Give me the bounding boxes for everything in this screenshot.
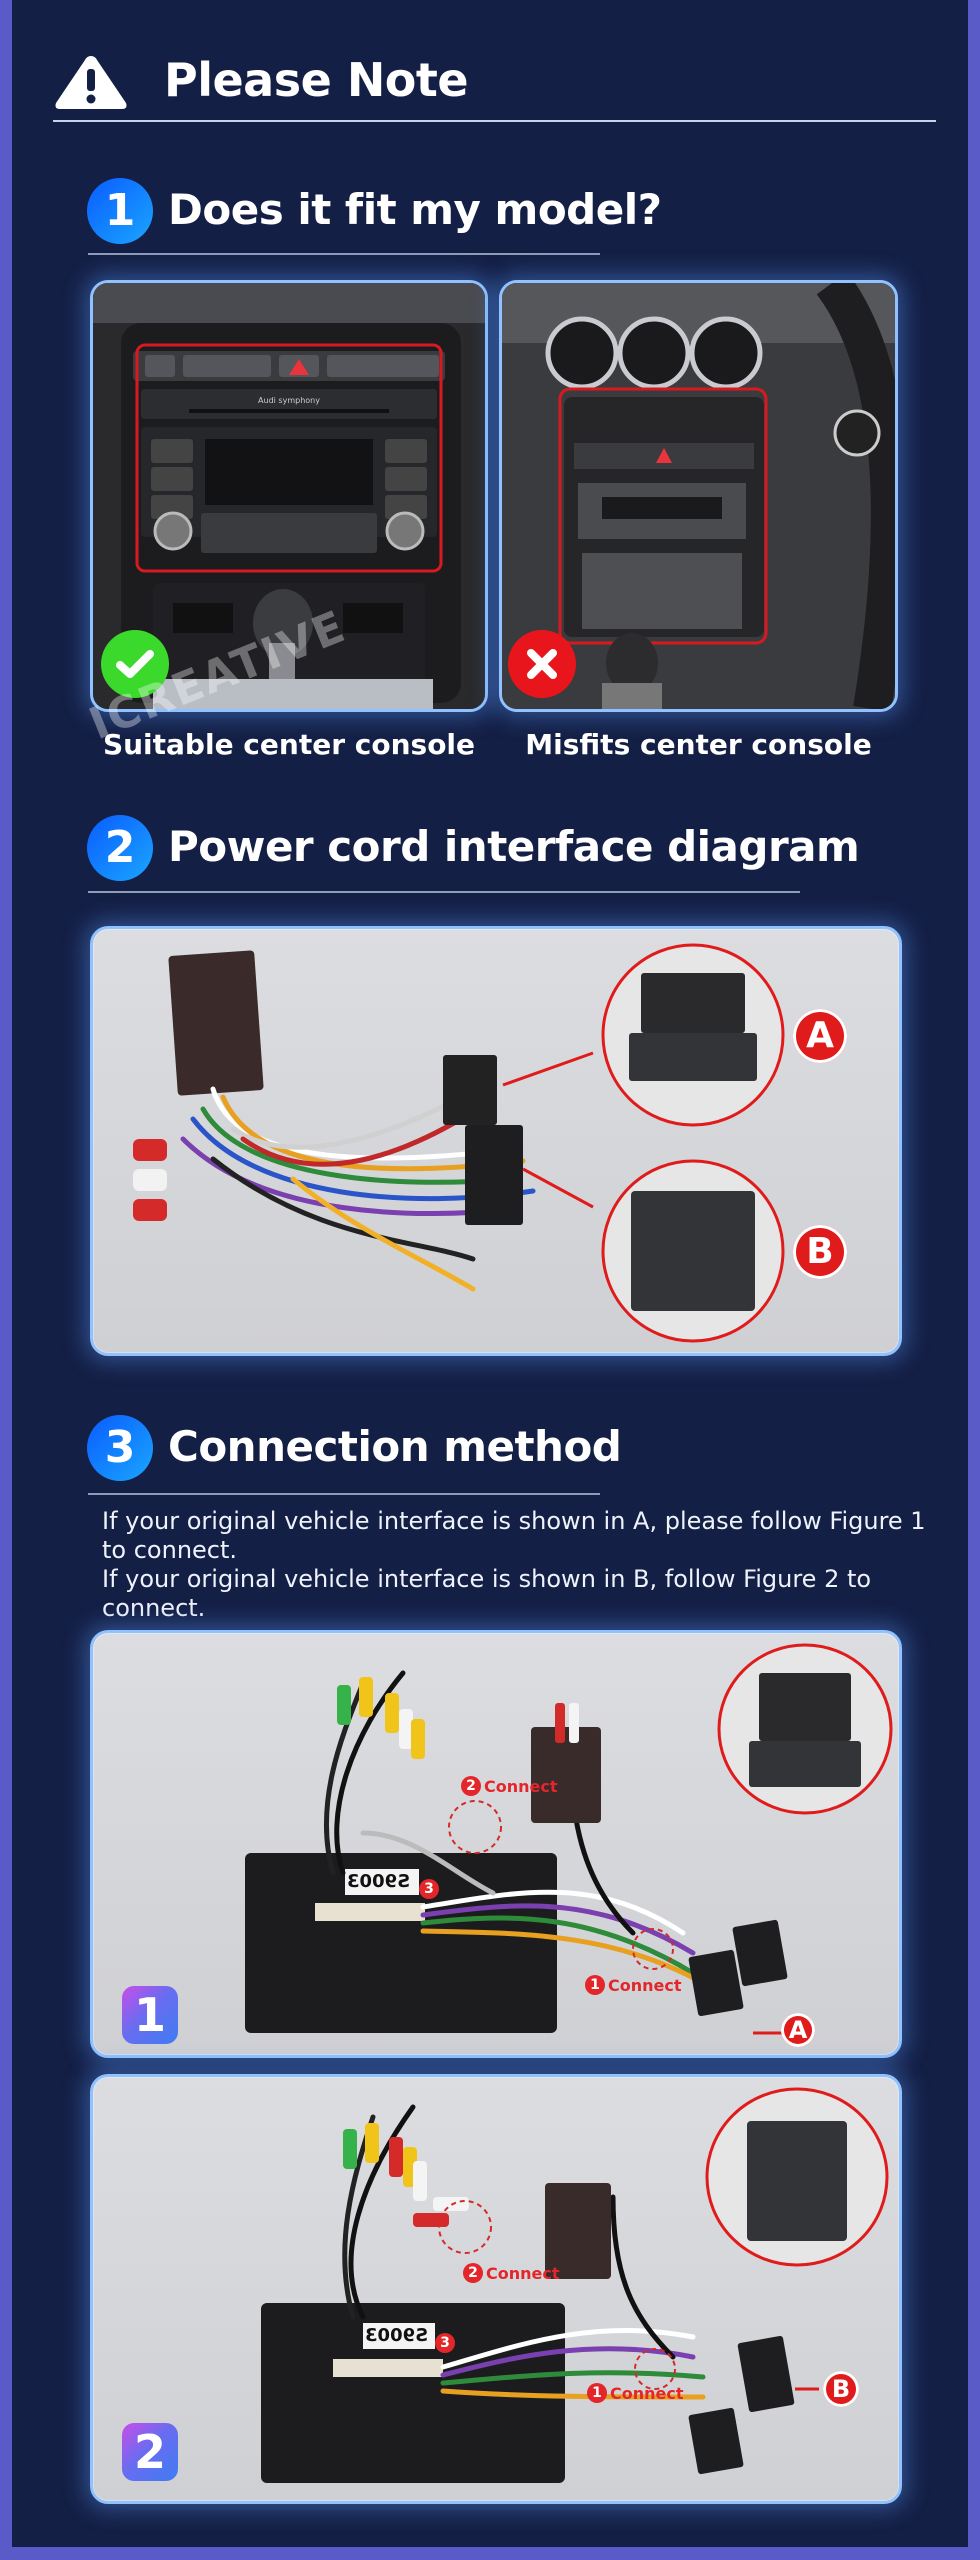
page-title: Please Note [164, 53, 469, 107]
connect-1-text: Connect [610, 2383, 684, 2403]
step-2-marker: 2 [463, 2263, 483, 2283]
connector-a-label: A [793, 1009, 847, 1063]
instruction-line-1: If your original vehicle interface is sh… [102, 1507, 926, 1535]
figure-1-connect-2: 2 Connect [461, 1776, 558, 1796]
figure-2-step-3: 3 [435, 2333, 455, 2353]
figure-2-target-label: B [823, 2371, 859, 2407]
header-divider [53, 120, 936, 122]
misfit-caption: Misfits center console [525, 728, 872, 761]
suitable-caption: Suitable center console [102, 728, 476, 761]
figure-1-step-3: 3 [419, 1879, 439, 1899]
section-2-number-badge: 2 [87, 815, 153, 881]
misfit-console-photo [499, 280, 898, 712]
section-2-title: Power cord interface diagram [168, 822, 860, 871]
figure-1-badge: 1 [122, 1986, 178, 2044]
instruction-line-2: to connect. [102, 1536, 238, 1564]
connection-figure-1: S9003 2 Connect 1 Connect 3 A 1 [90, 1630, 902, 2058]
wiring-harness-illustration [133, 943, 785, 1343]
instruction-line-3: If your original vehicle interface is sh… [102, 1565, 872, 1622]
step-3-marker: 3 [419, 1879, 439, 1899]
figure-2-badge: 2 [122, 2423, 178, 2481]
step-3-marker: 3 [435, 2333, 455, 2353]
section-3-number-badge: 3 [87, 1415, 153, 1481]
radio-brand-text: Audi symphony [258, 396, 320, 405]
figure-2-connect-1: 1 Connect [587, 2383, 684, 2403]
figure-2-illustration [261, 2087, 889, 2483]
suitable-console-photo: Audi symphony [90, 280, 488, 712]
suitable-console-illustration: Audi symphony [93, 283, 485, 709]
check-icon [101, 630, 169, 698]
step-1-marker: 1 [587, 2383, 607, 2403]
section-1-number-badge: 1 [87, 178, 153, 244]
warning-icon [53, 53, 129, 111]
figure-2-connect-2: 2 Connect [463, 2263, 560, 2283]
cross-icon [508, 630, 576, 698]
connect-2-text: Connect [484, 1776, 558, 1796]
figure-1-connect-1: 1 Connect [585, 1975, 682, 1995]
power-cord-diagram: A B [90, 926, 902, 1356]
misfit-console-illustration [502, 283, 895, 709]
section-1-title: Does it fit my model? [168, 185, 662, 234]
section-3-divider [88, 1493, 600, 1495]
section-2-divider [88, 891, 800, 893]
section-1-divider [88, 253, 600, 255]
figure-1-illustration [245, 1643, 893, 2035]
figure-1-model-label: S9003 [347, 1871, 411, 1892]
step-2-marker: 2 [461, 1776, 481, 1796]
connector-b-label: B [793, 1225, 847, 1279]
page-frame: Please Note 1 Does it fit my model? Audi… [12, 0, 968, 2547]
connection-figure-2: S9003 2 Connect 1 Connect 3 B 2 [90, 2074, 902, 2504]
figure-2-model-label: S9003 [365, 2325, 429, 2346]
connect-2-text: Connect [486, 2263, 560, 2283]
figure-1-target-label: A [781, 2013, 815, 2047]
section-3-title: Connection method [168, 1422, 622, 1471]
step-1-marker: 1 [585, 1975, 605, 1995]
connect-1-text: Connect [608, 1975, 682, 1995]
